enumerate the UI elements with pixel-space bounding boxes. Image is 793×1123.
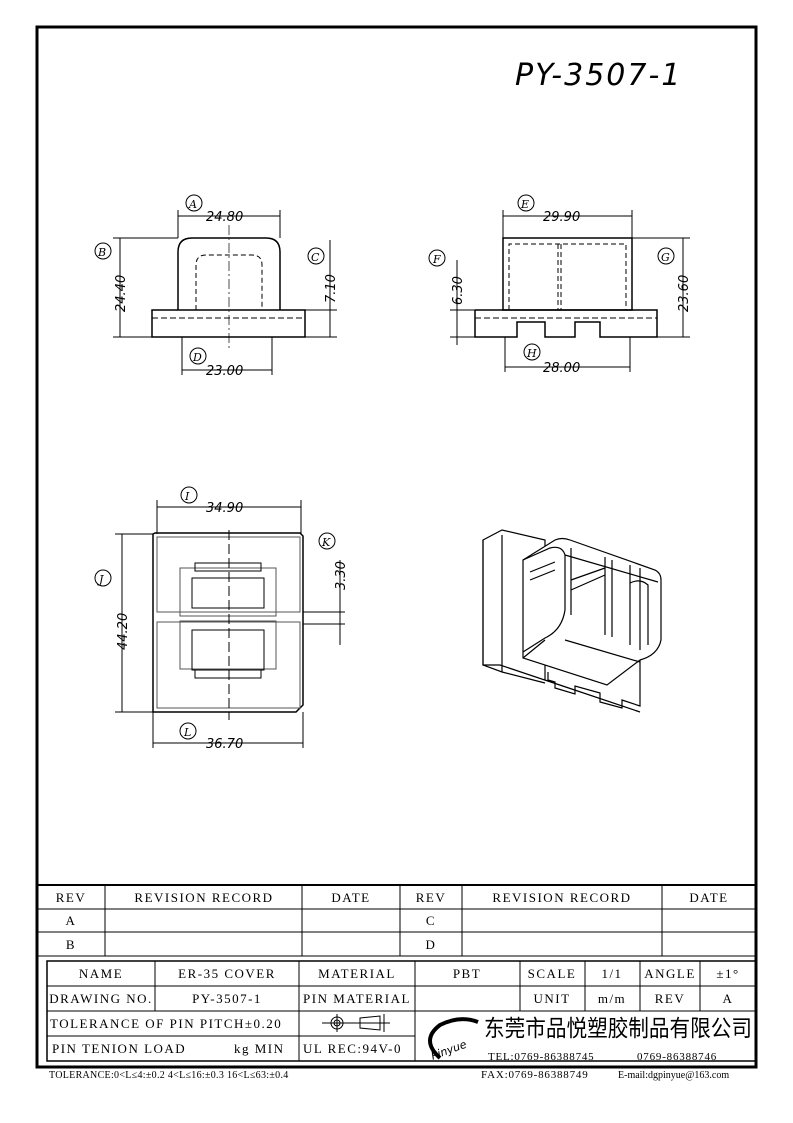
- front-view-1: [113, 210, 337, 375]
- rev-header-2: REV: [416, 890, 447, 905]
- scale-label: SCALE: [528, 966, 577, 981]
- dim-j: 44.20: [116, 613, 131, 650]
- dim-l: 36.70: [206, 737, 243, 752]
- balloon-d: D: [192, 351, 202, 364]
- rev-a: A: [66, 913, 77, 928]
- pin-tension-unit: kg MIN: [234, 1041, 285, 1056]
- material-label: MATERIAL: [318, 966, 396, 981]
- dim-h: 28.00: [543, 361, 580, 376]
- name-label: NAME: [79, 966, 123, 981]
- balloon-j: J: [97, 573, 104, 586]
- scale-value: 1/1: [601, 966, 622, 981]
- angle-value: ±1°: [716, 966, 739, 981]
- isometric-view: [482, 529, 662, 713]
- tel2: 0769-86388746: [637, 1051, 717, 1063]
- balloon-l: L: [183, 726, 191, 739]
- dim-k: 3.30: [334, 561, 349, 590]
- balloon-a: A: [188, 198, 197, 211]
- tel: TEL:0769-86388745: [488, 1051, 594, 1063]
- balloon-f: F: [432, 253, 441, 266]
- pin-tension-load: PIN TENION LOAD: [52, 1041, 186, 1056]
- sheet-frame: [35, 25, 758, 1069]
- balloon-c: C: [311, 251, 320, 264]
- dim-e: 29.90: [543, 210, 580, 225]
- rev-d: D: [426, 937, 437, 952]
- rev-c: C: [426, 913, 436, 928]
- rev-label: REV: [655, 991, 686, 1006]
- side-view: [450, 210, 690, 372]
- logo-text: Pinyue: [429, 1038, 468, 1063]
- balloon-h: H: [526, 347, 537, 360]
- title-block-lines: [46, 960, 757, 1062]
- dim-f: 6.30: [451, 276, 466, 305]
- revision-table-lines: [38, 884, 756, 957]
- company-name: 东莞市品悦塑胶制品有限公司: [484, 1016, 752, 1042]
- date-header-2: DATE: [689, 890, 728, 905]
- rev-b: B: [66, 937, 76, 952]
- unit-value: m/m: [598, 991, 626, 1006]
- balloon-i: I: [184, 490, 190, 503]
- drawing-no-label: DRAWING NO.: [49, 991, 153, 1006]
- unit-label: UNIT: [533, 991, 570, 1006]
- general-tolerance: TOLERANCE:0<L≤4:±0.2 4<L≤16:±0.3 16<L≤63…: [49, 1070, 289, 1081]
- dim-g: 23.60: [677, 275, 692, 312]
- pin-material-label: PIN MATERIAL: [303, 991, 411, 1006]
- balloon-e: E: [520, 198, 529, 211]
- drawing-no: PY-3507-1: [192, 991, 262, 1006]
- part-name: ER-35 COVER: [178, 966, 276, 981]
- top-view: [115, 500, 345, 748]
- fax: FAX:0769-86388749: [481, 1069, 589, 1081]
- dim-d: 23.00: [206, 364, 243, 379]
- pinyue-logo: Pinyue: [428, 1017, 479, 1063]
- revision-record-header-2: REVISION RECORD: [492, 890, 631, 905]
- ul-rec: UL REC:94V-0: [303, 1041, 402, 1056]
- drawing-title: PY-3507-1: [515, 58, 682, 93]
- angle-label: ANGLE: [644, 966, 696, 981]
- date-header: DATE: [331, 890, 370, 905]
- email: E-mail:dgpinyue@163.com: [618, 1070, 729, 1081]
- dim-c: 7.10: [324, 274, 339, 303]
- balloon-g: G: [661, 251, 670, 264]
- dim-i: 34.90: [206, 501, 243, 516]
- revision-record-header: REVISION RECORD: [134, 890, 273, 905]
- material-value: PBT: [453, 966, 481, 981]
- rev-header: REV: [56, 890, 87, 905]
- balloon-k: K: [321, 536, 331, 549]
- pin-pitch-tolerance: TOLERANCE OF PIN PITCH±0.20: [50, 1016, 282, 1031]
- dim-a: 24.80: [206, 210, 243, 225]
- dim-b: 24.40: [114, 275, 129, 312]
- rev-value: A: [723, 991, 734, 1006]
- balloon-b: B: [97, 246, 106, 259]
